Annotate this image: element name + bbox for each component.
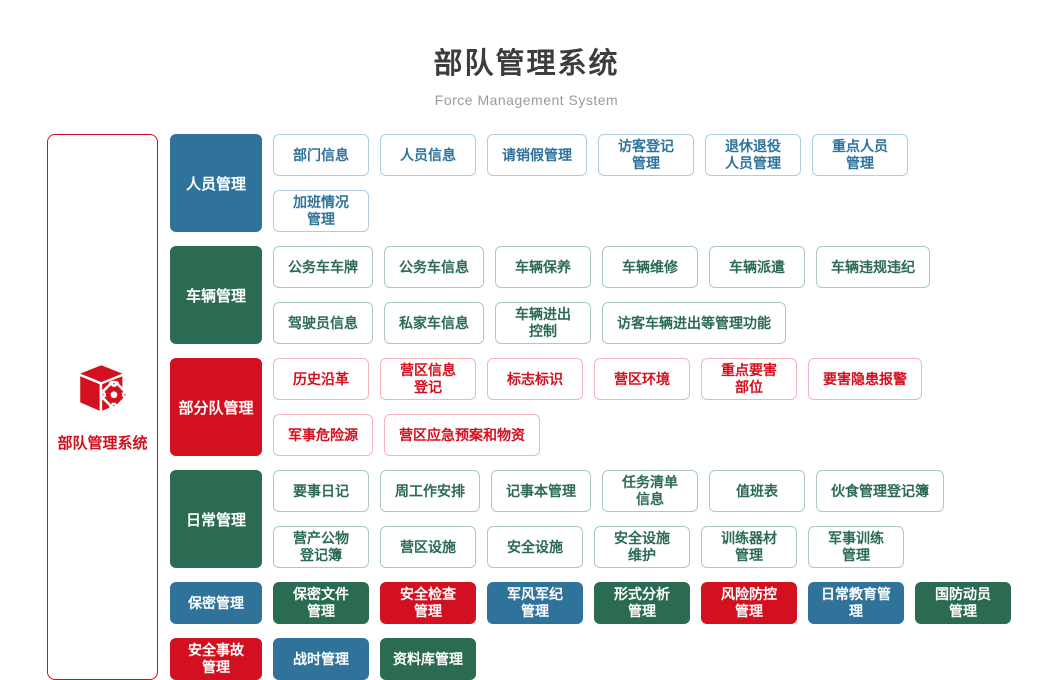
module-item: 历史沿革 bbox=[273, 358, 369, 400]
module-item: 安全设施 维护 bbox=[594, 526, 690, 568]
page-subtitle: Force Management System bbox=[434, 92, 619, 108]
category-personnel: 人员管理 bbox=[170, 134, 262, 232]
module-item: 公务车信息 bbox=[384, 246, 484, 288]
group-items: 部门信息 人员信息 请销假管理 访客登记 管理 退休退役 人员管理 重点人员 管… bbox=[273, 134, 1011, 232]
module-item: 重点要害 部位 bbox=[701, 358, 797, 400]
module-item: 值班表 bbox=[709, 470, 805, 512]
module-solid: 战时管理 bbox=[273, 638, 369, 680]
module-solid: 军风军纪 管理 bbox=[487, 582, 583, 624]
module-item: 要害隐患报警 bbox=[808, 358, 922, 400]
module-item: 部门信息 bbox=[273, 134, 369, 176]
module-solid: 形式分析 管理 bbox=[594, 582, 690, 624]
group-items: 公务车车牌 公务车信息 车辆保养 车辆维修 车辆派遣 车辆违规违纪 驾驶员信息 … bbox=[273, 246, 1011, 344]
module-item: 退休退役 人员管理 bbox=[705, 134, 801, 176]
module-solid: 安全检查 管理 bbox=[380, 582, 476, 624]
module-item: 车辆维修 bbox=[602, 246, 698, 288]
solid-row-2: 安全事故 管理 战时管理 资料库管理 bbox=[170, 638, 1011, 680]
category-subunit: 部分队管理 bbox=[170, 358, 262, 456]
category-vehicle: 车辆管理 bbox=[170, 246, 262, 344]
module-item: 请销假管理 bbox=[487, 134, 587, 176]
module-item: 公务车车牌 bbox=[273, 246, 373, 288]
module-item: 训练器材 管理 bbox=[701, 526, 797, 568]
module-item: 记事本管理 bbox=[491, 470, 591, 512]
category-daily: 日常管理 bbox=[170, 470, 262, 568]
cube-gear-icon bbox=[76, 361, 130, 420]
module-solid: 资料库管理 bbox=[380, 638, 476, 680]
module-item: 车辆进出 控制 bbox=[495, 302, 591, 344]
module-item: 重点人员 管理 bbox=[812, 134, 908, 176]
group-items: 历史沿革 营区信息 登记 标志标识 营区环境 重点要害 部位 要害隐患报警 军事… bbox=[273, 358, 1011, 456]
module-item: 军事危险源 bbox=[273, 414, 373, 456]
module-item: 访客车辆进出等管理功能 bbox=[602, 302, 786, 344]
module-item: 车辆派遣 bbox=[709, 246, 805, 288]
page-header: 部队管理系统 Force Management System bbox=[47, 40, 1006, 108]
module-item: 要事日记 bbox=[273, 470, 369, 512]
module-item: 营区信息 登记 bbox=[380, 358, 476, 400]
module-item: 伙食管理登记簿 bbox=[816, 470, 944, 512]
module-solid: 保密文件 管理 bbox=[273, 582, 369, 624]
module-item: 营产公物 登记簿 bbox=[273, 526, 369, 568]
group-items: 要事日记 周工作安排 记事本管理 任务清单 信息 值班表 伙食管理登记簿 营产公… bbox=[273, 470, 1011, 568]
module-item: 安全设施 bbox=[487, 526, 583, 568]
module-solid: 安全事故 管理 bbox=[170, 638, 262, 680]
group-row-subunit: 部分队管理 历史沿革 营区信息 登记 标志标识 营区环境 重点要害 部位 要害隐… bbox=[170, 358, 1011, 456]
page-title: 部队管理系统 bbox=[433, 48, 620, 80]
module-item: 标志标识 bbox=[487, 358, 583, 400]
diagram-rows: 人员管理 部门信息 人员信息 请销假管理 访客登记 管理 退休退役 人员管理 重… bbox=[170, 134, 1011, 680]
module-solid: 风险防控 管理 bbox=[701, 582, 797, 624]
module-item: 车辆保养 bbox=[495, 246, 591, 288]
root-system-box: 部队管理系统 bbox=[47, 134, 158, 680]
module-item: 访客登记 管理 bbox=[598, 134, 694, 176]
module-item: 任务清单 信息 bbox=[602, 470, 698, 512]
solid-row-1: 保密管理 保密文件 管理 安全检查 管理 军风军纪 管理 形式分析 管理 风险防… bbox=[170, 582, 1011, 624]
root-system-label: 部队管理系统 bbox=[57, 435, 148, 452]
module-item: 私家车信息 bbox=[384, 302, 484, 344]
group-row-personnel: 人员管理 部门信息 人员信息 请销假管理 访客登记 管理 退休退役 人员管理 重… bbox=[170, 134, 1011, 232]
group-row-daily: 日常管理 要事日记 周工作安排 记事本管理 任务清单 信息 值班表 伙食管理登记… bbox=[170, 470, 1011, 568]
module-solid: 保密管理 bbox=[170, 582, 262, 624]
module-item: 驾驶员信息 bbox=[273, 302, 373, 344]
module-solid: 国防动员 管理 bbox=[915, 582, 1011, 624]
module-item: 军事训练 管理 bbox=[808, 526, 904, 568]
module-item: 人员信息 bbox=[380, 134, 476, 176]
module-item: 周工作安排 bbox=[380, 470, 480, 512]
module-item: 营区设施 bbox=[380, 526, 476, 568]
module-item: 营区应急预案和物资 bbox=[384, 414, 540, 456]
module-item: 车辆违规违纪 bbox=[816, 246, 930, 288]
page: 部队管理系统 Force Management System bbox=[47, 40, 1011, 680]
module-item: 加班情况 管理 bbox=[273, 190, 369, 232]
module-solid: 日常教育管理 bbox=[808, 582, 904, 624]
diagram: 部队管理系统 人员管理 部门信息 人员信息 请销假管理 访客登记 管理 退休退役… bbox=[47, 134, 1011, 680]
group-row-vehicle: 车辆管理 公务车车牌 公务车信息 车辆保养 车辆维修 车辆派遣 车辆违规违纪 驾… bbox=[170, 246, 1011, 344]
module-item: 营区环境 bbox=[594, 358, 690, 400]
